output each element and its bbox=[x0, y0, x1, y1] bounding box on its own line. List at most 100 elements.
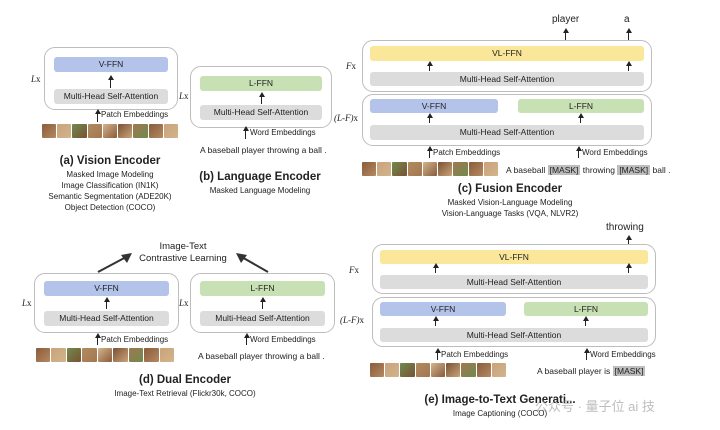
caption-line: Image Captioning (COCO) bbox=[452, 409, 548, 418]
watermark-text: 公众号 · 量子位 ai 技 bbox=[535, 399, 655, 414]
caption-line: Masked Language Modeling bbox=[209, 186, 311, 195]
caption-title: (d) Dual Encoder bbox=[138, 374, 231, 386]
layer-multiplier: Lx bbox=[22, 298, 32, 308]
l-ffn-block: L-FFN bbox=[200, 281, 325, 296]
arrow-up-icon bbox=[624, 28, 633, 41]
l-ffn-block: L-FFN bbox=[524, 302, 648, 316]
mask-token: [MASK] bbox=[547, 165, 581, 175]
caption-line: Object Detection (COCO) bbox=[64, 203, 156, 212]
arrow-up-icon bbox=[576, 113, 585, 123]
image-patch bbox=[42, 124, 57, 138]
image-patch bbox=[118, 124, 133, 138]
v-ffn-block: V-FFN bbox=[370, 99, 498, 113]
arrow-up-icon bbox=[425, 146, 434, 158]
caption-line: Semantic Segmentation (ADE20K) bbox=[48, 192, 172, 201]
arrow-up-icon bbox=[257, 92, 266, 104]
image-patch bbox=[128, 348, 144, 362]
image-patch bbox=[148, 124, 163, 138]
image-patch bbox=[57, 124, 72, 138]
arrow-up-icon bbox=[561, 28, 570, 41]
layer-multiplier: Lx bbox=[179, 298, 189, 308]
image-patch bbox=[51, 348, 66, 362]
image-patch bbox=[72, 124, 87, 138]
word-embeddings-label: Word Embeddings bbox=[590, 350, 656, 359]
v-ffn-block: V-FFN bbox=[380, 302, 506, 316]
patch-embeddings-label: Patch Embeddings bbox=[101, 335, 169, 344]
sentence-part: throwing bbox=[582, 165, 615, 175]
arrow-up-icon bbox=[431, 316, 440, 326]
multi-head-attention-block: Multi-Head Self-Attention bbox=[380, 328, 648, 342]
sentence-part: ball . bbox=[652, 165, 671, 175]
image-patch bbox=[385, 363, 400, 377]
image-patch bbox=[407, 162, 422, 176]
caption-title: (e) Image-to-Text Generati... bbox=[424, 394, 576, 406]
image-patch bbox=[377, 162, 392, 176]
image-patch bbox=[438, 162, 453, 176]
image-patch bbox=[446, 363, 461, 377]
caption-line: Masked Vision-Language Modeling bbox=[447, 198, 573, 207]
image-patch bbox=[392, 162, 407, 176]
image-patch bbox=[491, 363, 506, 377]
dual-encoder-caption: (d) Dual Encoder Image-Text Retrieval (F… bbox=[95, 373, 275, 399]
image-patch bbox=[163, 124, 178, 138]
multi-head-attention-block: Multi-Head Self-Attention bbox=[370, 125, 644, 140]
l-ffn-block: L-FFN bbox=[518, 99, 644, 113]
image-patch bbox=[97, 348, 113, 362]
layer-multiplier: Lx bbox=[31, 74, 41, 84]
image-patch bbox=[400, 363, 415, 377]
multi-head-attention-block: Multi-Head Self-Attention bbox=[200, 105, 322, 120]
image-patch bbox=[87, 124, 102, 138]
l-ffn-block: L-FFN bbox=[200, 76, 322, 91]
multi-head-attention-block: Multi-Head Self-Attention bbox=[370, 72, 644, 86]
arrow-up-icon bbox=[581, 316, 590, 326]
vl-ffn-block: VL-FFN bbox=[370, 46, 644, 61]
patch-embeddings-label: Patch Embeddings bbox=[441, 350, 509, 359]
language-encoder-caption: (b) Language Encoder Masked Language Mod… bbox=[185, 170, 335, 196]
multi-head-attention-block: Multi-Head Self-Attention bbox=[54, 89, 168, 104]
arrow-up-icon bbox=[433, 348, 442, 360]
arrow-up-icon bbox=[425, 113, 434, 123]
sentence-part: A baseball bbox=[506, 165, 546, 175]
arrow-up-icon bbox=[624, 235, 633, 247]
layer-multiplier: (L-F)x bbox=[334, 113, 358, 123]
arrow-up-icon bbox=[102, 297, 111, 309]
multi-head-attention-block: Multi-Head Self-Attention bbox=[380, 275, 648, 289]
image-patches bbox=[36, 348, 174, 362]
image-patch bbox=[430, 363, 446, 377]
sentence-part: A baseball player is bbox=[537, 366, 611, 376]
arrow-up-icon bbox=[93, 333, 102, 345]
contrastive-learning-label: Image-Text Contrastive Learning bbox=[128, 241, 238, 265]
mask-token: [MASK] bbox=[617, 165, 651, 175]
arrow-up-icon bbox=[258, 297, 267, 309]
arrow-up-icon bbox=[425, 61, 434, 71]
image-patch bbox=[370, 363, 385, 377]
caption-title: (a) Vision Encoder bbox=[59, 155, 161, 167]
image-patch bbox=[362, 162, 377, 176]
word-embeddings-label: Word Embeddings bbox=[582, 148, 648, 157]
objective-line: Contrastive Learning bbox=[139, 253, 227, 264]
image-patch bbox=[422, 162, 438, 176]
caption-line: Masked Image Modeling bbox=[66, 170, 154, 179]
arrow-up-icon bbox=[582, 348, 591, 360]
output-token: a bbox=[624, 14, 630, 25]
image-patch bbox=[415, 363, 430, 377]
input-sentence: A baseball [MASK] throwing [MASK] ball . bbox=[506, 165, 670, 175]
layer-multiplier: (L-F)x bbox=[340, 315, 364, 325]
vision-encoder-caption: (a) Vision Encoder Masked Image Modeling… bbox=[30, 154, 190, 213]
arrow-up-icon bbox=[431, 263, 440, 273]
input-sentence: A baseball player throwing a ball . bbox=[200, 145, 327, 155]
v-ffn-block: V-FFN bbox=[44, 281, 169, 296]
arrow-up-icon bbox=[93, 109, 102, 122]
caption-line: Image Classification (IN1K) bbox=[61, 181, 159, 190]
v-ffn-block: V-FFN bbox=[54, 57, 168, 72]
input-sentence: A baseball player throwing a ball . bbox=[198, 351, 325, 361]
layer-multiplier: Lx bbox=[179, 91, 189, 101]
image-patch bbox=[113, 348, 128, 362]
image-patch bbox=[133, 124, 148, 138]
image-patches bbox=[362, 162, 498, 176]
caption-title: (b) Language Encoder bbox=[199, 171, 321, 183]
image-patch bbox=[468, 162, 483, 176]
caption-line: Image-Text Retrieval (Flickr30k, COCO) bbox=[114, 389, 256, 398]
caption-line: Vision-Language Tasks (VQA, NLVR2) bbox=[441, 209, 579, 218]
image-patch bbox=[159, 348, 174, 362]
